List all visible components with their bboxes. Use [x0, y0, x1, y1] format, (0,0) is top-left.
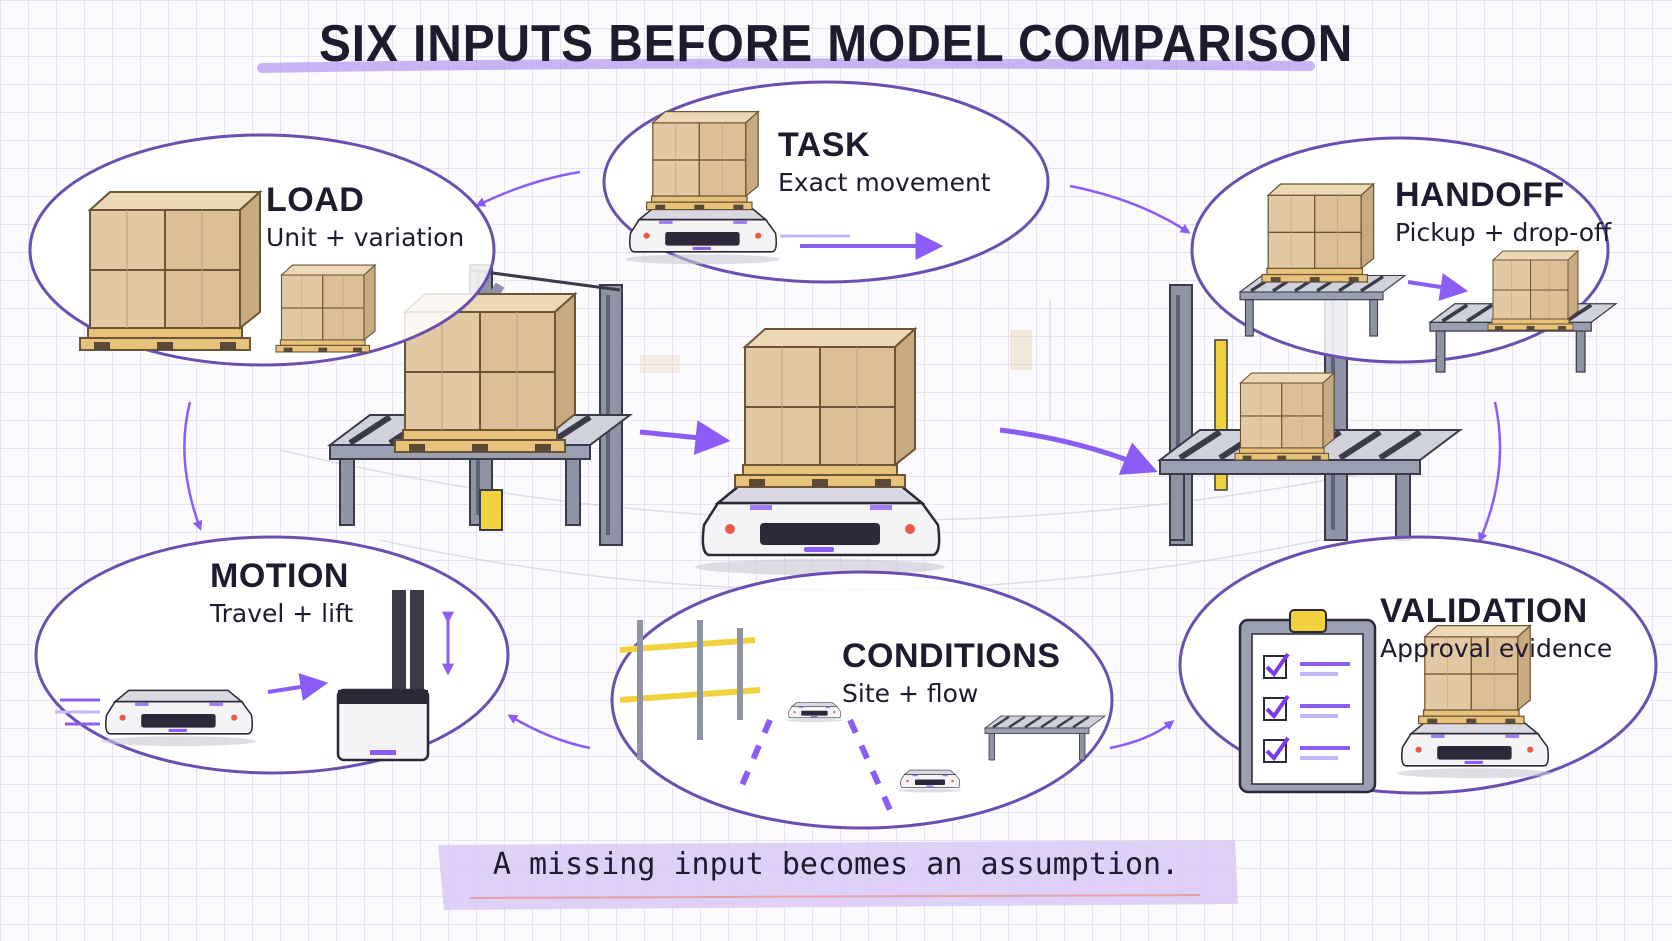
- conditions-subtitle: Site + flow: [842, 679, 979, 708]
- validation-bubble: [1178, 535, 1658, 795]
- validation-heading: VALIDATION: [1380, 592, 1588, 630]
- motion-lines: [55, 698, 100, 726]
- conditions-label: CONDITIONS Site + flow: [842, 638, 1060, 710]
- clipboard-icon: [1238, 609, 1377, 794]
- flow-arrows: [639, 420, 1158, 475]
- handoff-heading: HANDOFF: [1395, 176, 1565, 214]
- task-heading: TASK: [778, 126, 871, 164]
- page-title: SIX INPUTS BEFORE MODEL COMPARISON: [318, 15, 1354, 73]
- motion-subtitle: Travel + lift: [210, 599, 354, 628]
- load-heading: LOAD: [266, 181, 365, 219]
- handoff-subtitle: Pickup + drop-off: [1395, 218, 1612, 247]
- motion-bubble: [34, 535, 510, 775]
- conditions-heading: CONDITIONS: [842, 637, 1061, 675]
- lane-markings: [737, 718, 893, 812]
- conditions-bubble: [610, 570, 1114, 830]
- footer-caption: A missing input becomes an assumption.: [492, 847, 1180, 882]
- cycle-arrows: [183, 170, 1502, 750]
- load-label: LOAD Unit + variation: [266, 182, 464, 254]
- validation-label: VALIDATION Approval evidence: [1380, 593, 1612, 665]
- motion-heading: MOTION: [210, 557, 349, 595]
- footer-highlight: [438, 840, 1238, 910]
- task-bubble: [602, 80, 1050, 284]
- handoff-label: HANDOFF Pickup + drop-off: [1395, 177, 1611, 249]
- center-amr: [693, 328, 947, 577]
- task-label: TASK Exact movement: [778, 127, 991, 199]
- title-container: SIX INPUTS BEFORE MODEL COMPARISON: [0, 14, 1672, 74]
- load-subtitle: Unit + variation: [266, 223, 465, 252]
- title-underline: [257, 58, 1315, 73]
- aisle-shelving: [619, 620, 761, 760]
- validation-subtitle: Approval evidence: [1380, 634, 1613, 663]
- task-subtitle: Exact movement: [778, 168, 991, 197]
- warehouse-scene: [279, 264, 1460, 591]
- left-rack: [330, 264, 630, 546]
- right-rack: [1160, 279, 1460, 546]
- motion-label: MOTION Travel + lift: [210, 558, 353, 630]
- handoff-bubble: [1190, 136, 1618, 374]
- small-box-stack: [275, 264, 376, 353]
- lift-robot: [336, 590, 430, 762]
- load-bubble: [28, 133, 496, 367]
